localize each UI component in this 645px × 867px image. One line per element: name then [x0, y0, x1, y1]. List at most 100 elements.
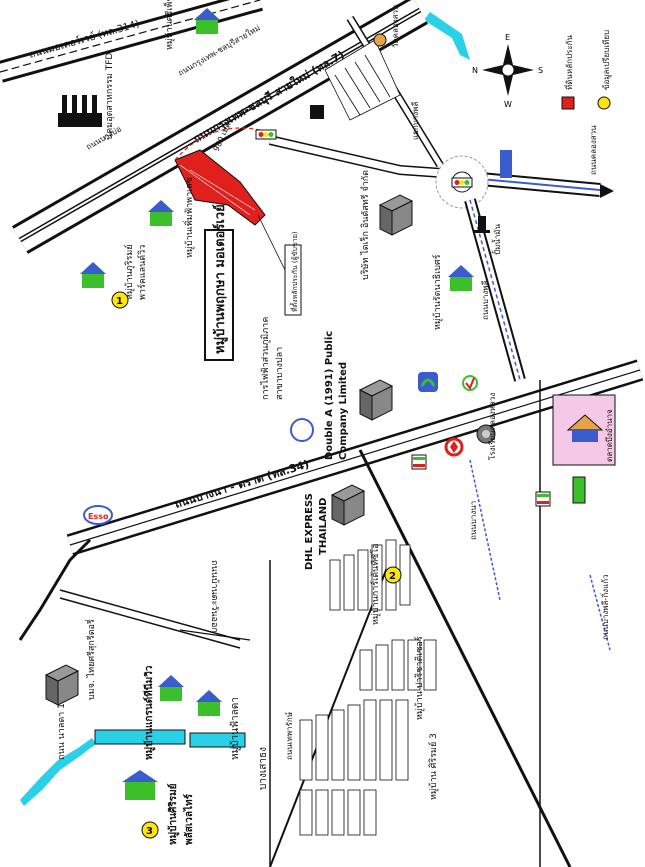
highway-34: [66, 359, 644, 556]
distance-arc: [174, 127, 261, 161]
highway-7: [12, 0, 428, 254]
village-3b-label: หมู่บ้าน ปาริชาติเซอร์: [413, 636, 425, 720]
traffic-light-icon: [451, 177, 473, 188]
village-left-label: หมู่บ้านเพิ่มฟ้าพาเลซ: [182, 177, 195, 258]
road-left-label: ถนนเทพารักษ์: [284, 712, 294, 760]
dhl-label: DHL EXPRESS: [304, 493, 315, 570]
road-east-stub: [179, 629, 251, 641]
electric-icon: [290, 418, 314, 442]
road-low-label: ถนนบางนา: [469, 501, 478, 540]
marker-2-label: 2: [389, 571, 396, 582]
marker-3: [141, 821, 159, 839]
school-label: โรงเรียนคลองหลวง: [487, 393, 497, 460]
compass-icon: E W N S: [472, 33, 543, 109]
road-diag-left: [269, 559, 391, 867]
motorway: [0, 0, 263, 83]
water-label: ปั้มน้ำมัน: [491, 223, 502, 255]
legend: ที่ดินหลักประกัน ข้อมูลเปรียบเทียบ: [561, 30, 612, 110]
village-1b-label: พาร์คแลนด์วิว: [136, 245, 148, 300]
village-1-label: หมู่บ้านภูริรมย์: [123, 244, 135, 300]
building-icon: [358, 379, 394, 421]
road-diagonal-right: [358, 449, 572, 867]
bus-stop-icon: [310, 105, 324, 119]
city-label: บางเสาธง: [258, 747, 269, 790]
pointer-line: [257, 214, 286, 271]
road-southwest: [18, 538, 92, 641]
factory-icon: [58, 95, 102, 127]
seven-eleven-icon: [411, 454, 427, 470]
traffic-light-icon: [255, 129, 277, 140]
marker-1-label: 1: [116, 296, 123, 307]
house-icon: [448, 265, 474, 291]
house-icon: [158, 675, 184, 701]
river: [424, 12, 470, 60]
company1-label: บริษัท ไดเร็ก อินดัสทรี จำกัด: [358, 170, 371, 280]
dhl2-label: THAILAND: [318, 498, 329, 555]
double-a-logo-icon: [418, 372, 438, 392]
project-note: ที่ตั้งหลักประกัน (ผู้ขับขาย): [284, 231, 302, 316]
bang-pla-label: ถนนบางพลี: [481, 280, 490, 320]
electric-label: การไฟฟ้าส่วนภูมิภาค: [260, 317, 271, 400]
village-3a-label: หมู่บ้าน ศิริรมย์ 3: [427, 733, 439, 800]
marker-3-label: 3: [146, 826, 153, 837]
temple-icon: [373, 33, 387, 47]
river-bottom-left: [20, 738, 96, 806]
canal-2: [189, 732, 246, 748]
road-east-down: [59, 589, 241, 641]
arrow-east-icon: [600, 184, 614, 198]
village-grid-bottom: [299, 699, 409, 836]
village-3-label: หมู่บ้านศิริรมย์: [167, 783, 180, 845]
svg-text:E: E: [505, 33, 510, 42]
marker-2: [384, 566, 402, 584]
building-icon: [44, 664, 80, 706]
village-top-label: หมู่บ้านศรีเพ็ชร: [162, 0, 175, 50]
building-icon: [330, 484, 366, 526]
house-icon: [194, 8, 220, 34]
road-east-label: ถนนบ้านตะวันออก: [209, 560, 220, 633]
svg-text:W: W: [504, 100, 512, 109]
company-right-label: บมจ. ไทยศรีสุกรีดอรี่: [84, 619, 97, 700]
tfd-label: นิคมอุตสาหกรรม TFD: [104, 53, 115, 140]
village-2-label: หมู่บ้านการ์เด้นทีซีโอ: [369, 544, 381, 625]
village-pf-label: หมู่บ้านฟ้าลดา: [229, 697, 241, 760]
building-icon: [378, 194, 414, 236]
seven-eleven-icon: [535, 491, 551, 507]
village-green-label: หมู่บ้านแกรนด์ทีนีมวิว: [143, 665, 156, 760]
double-a-label: Double A (1991) Public: [324, 331, 335, 460]
svg-text:ที่ตั้งหลักประกัน (ผู้ขับขาย): ที่ตั้งหลักประกัน (ผู้ขับขาย): [288, 231, 299, 312]
road-right-label: ถนนคลองสวน: [589, 125, 598, 175]
village-grid-top: [324, 39, 401, 121]
svg-text:ที่ดินหลักประกัน: ที่ดินหลักประกัน: [563, 35, 574, 90]
market-label: ตลาดบึงอำนาจ: [605, 409, 614, 462]
kbank-icon: [572, 476, 586, 504]
esso-icon: Esso: [83, 505, 113, 525]
canal-1: [94, 729, 186, 745]
svg-text:หมู่บ้านพฤกษา มอเตอร์เวย์: หมู่บ้านพฤกษา มอเตอร์เวย์: [212, 204, 228, 354]
temple-label: วัดคลองสวน: [391, 4, 400, 48]
road-blue-right: [589, 574, 611, 651]
water-tower-icon: [474, 216, 490, 233]
lat-road-label: ถนน นาลดา 1: [57, 703, 67, 760]
market-icon: [552, 394, 616, 466]
house-icon: [80, 262, 106, 288]
bypass-label: ถนนกรุงเทพ-ชลบุรีสายใหม่: [177, 23, 262, 77]
village-grid-low: [359, 639, 437, 691]
double-a2-label: Company Limited: [338, 362, 349, 460]
house-icon: [196, 690, 222, 716]
svg-text:ข้อมูลเปรียบเทียบ: ข้อมูลเปรียบเทียบ: [602, 30, 612, 90]
road-right2-label: ถนนบางพลี-กิ่งแก้ว: [599, 574, 610, 640]
bank-label: สาขาบางปลา: [275, 347, 285, 400]
svg-text:S: S: [538, 66, 543, 75]
collateral-area: [174, 149, 266, 226]
svg-text:N: N: [472, 66, 478, 75]
svg-text:Esso: Esso: [88, 512, 109, 521]
nongchok-label: แยกบางพลี: [411, 102, 420, 140]
house-icon: [148, 200, 174, 226]
village-bangna2-label: หมู่บ้านรัตนาธิเบศร์: [431, 254, 443, 330]
road-blue-mid: [469, 459, 501, 601]
tesco-icon: [500, 150, 512, 178]
frontage-label: ถนนบางบ่อ: [85, 124, 124, 151]
house-icon: [122, 770, 158, 800]
marker-1: [111, 291, 129, 309]
